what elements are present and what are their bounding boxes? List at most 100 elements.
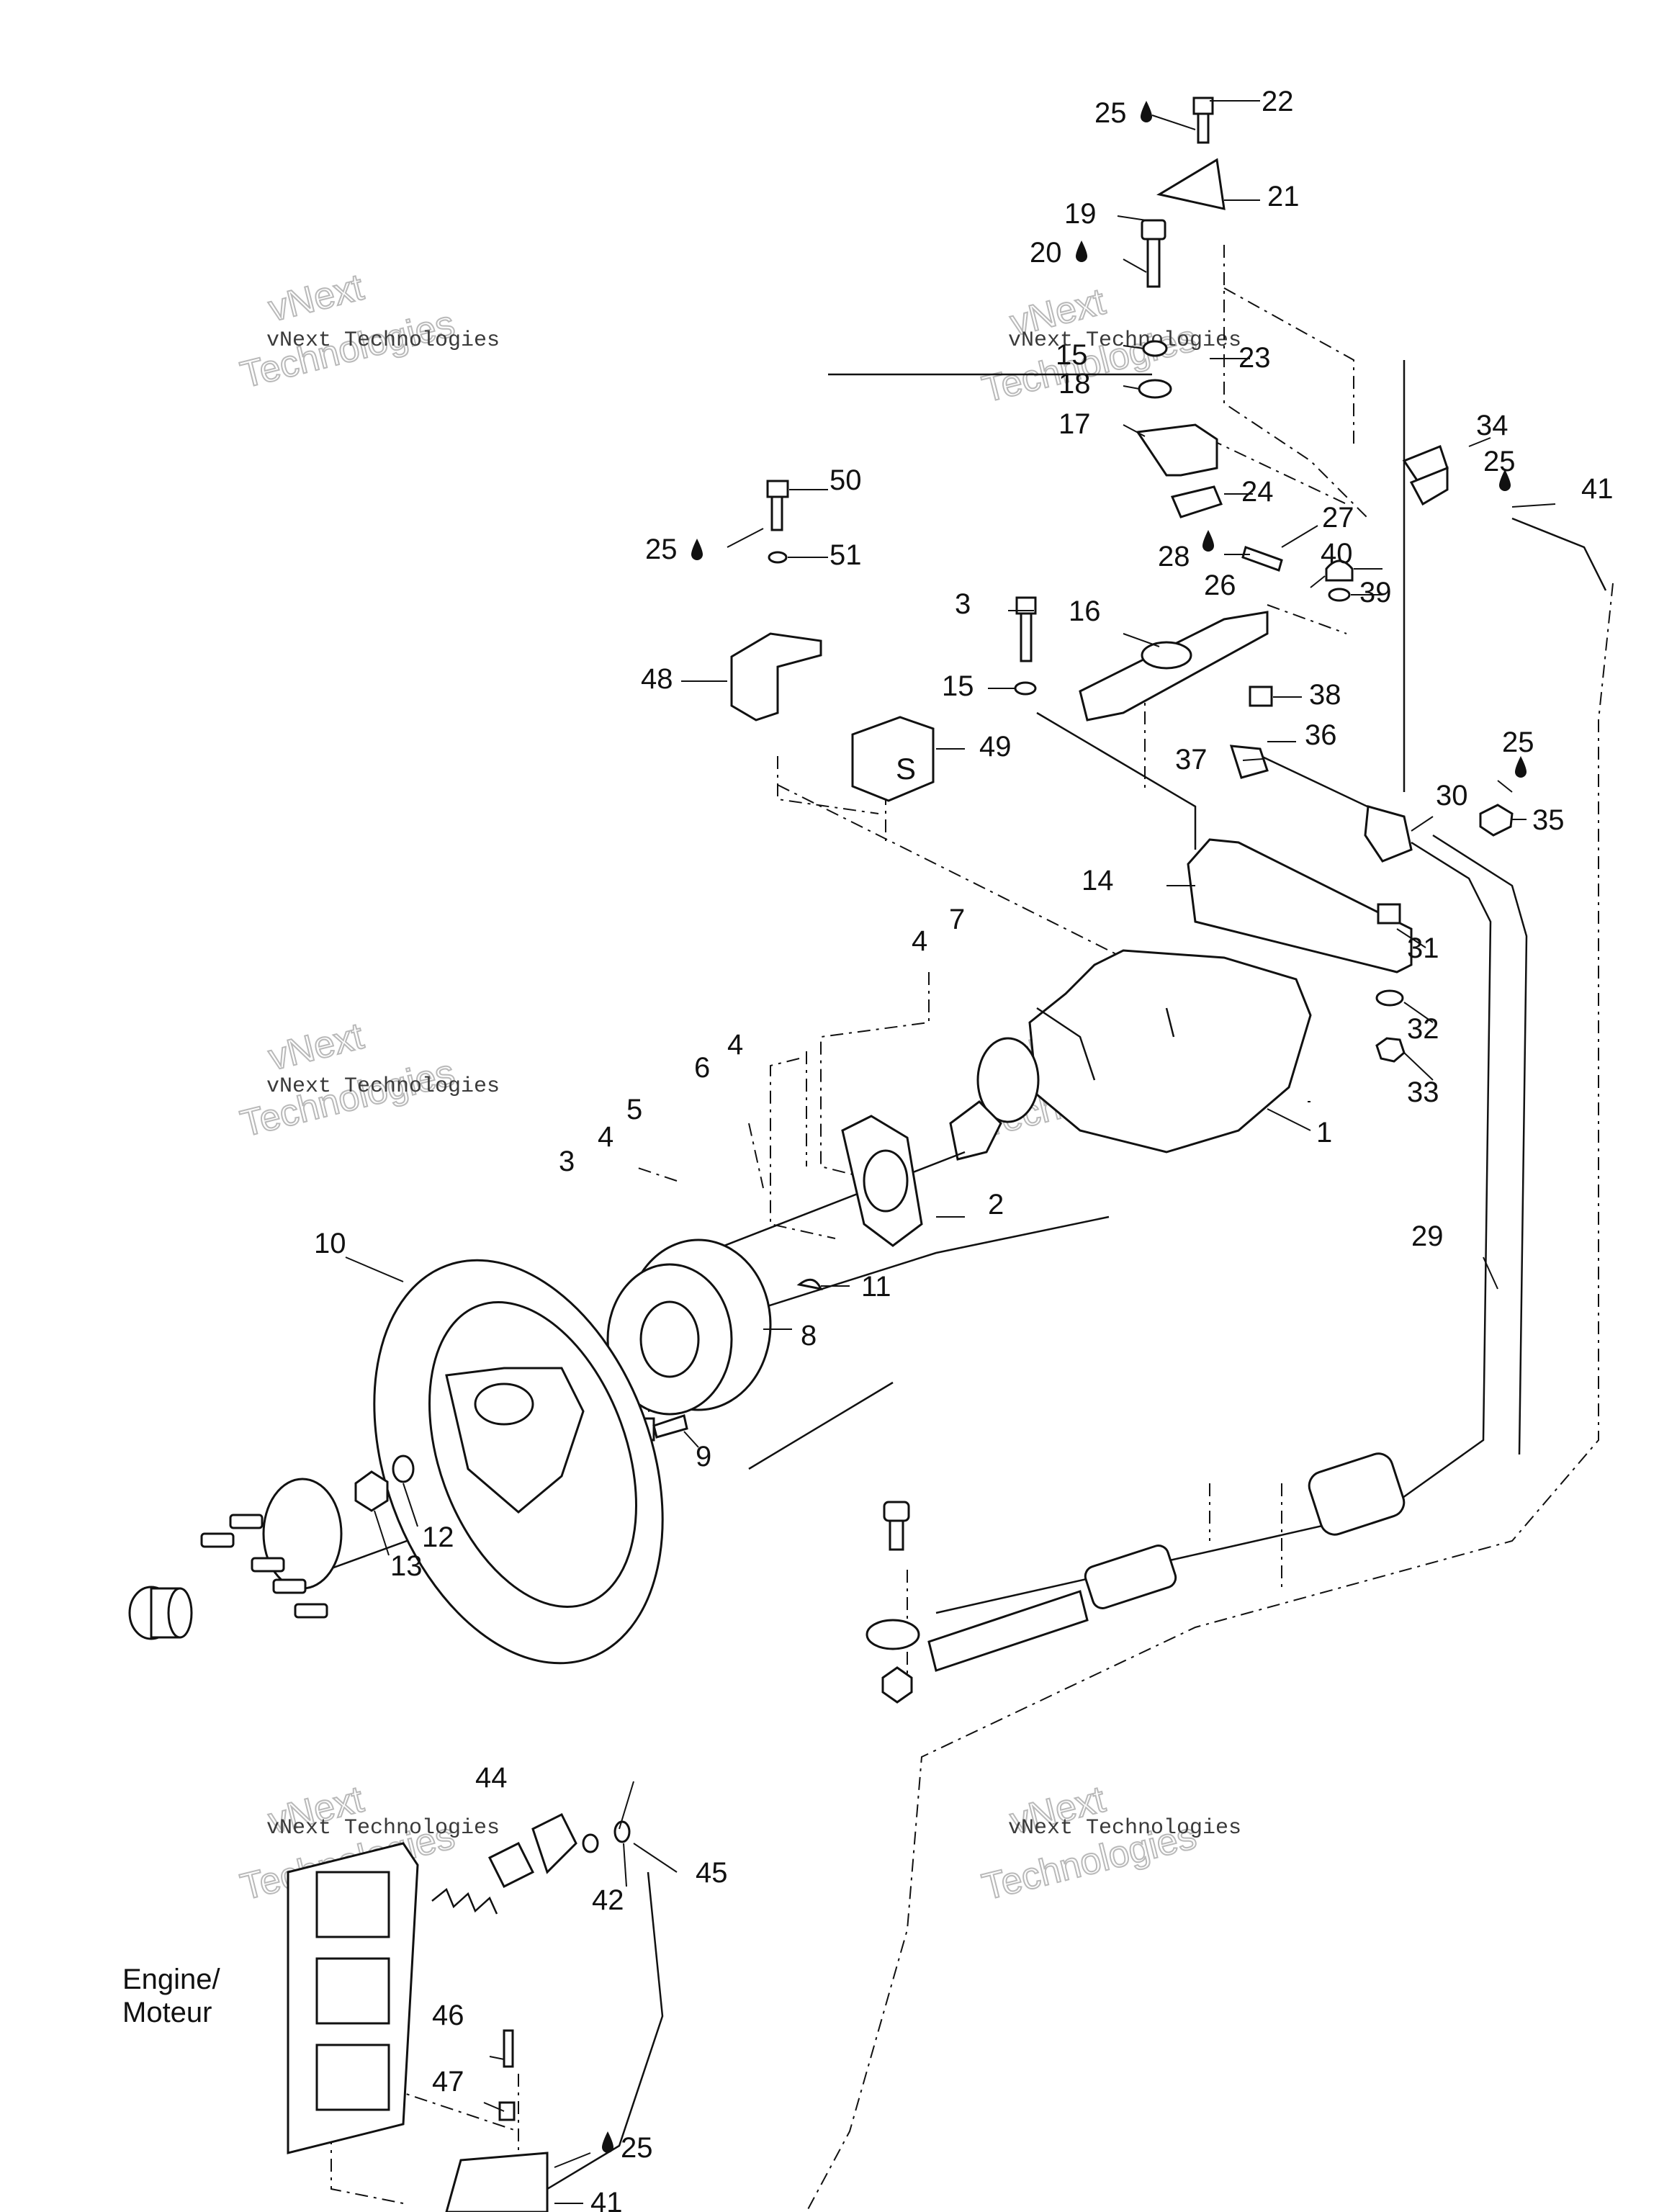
callout-c39: 39 xyxy=(1359,577,1392,608)
callout-c25e: 25 xyxy=(621,2132,653,2164)
callout-c4c: 4 xyxy=(912,925,927,957)
callout-c9: 9 xyxy=(696,1441,711,1473)
hub-plate xyxy=(200,1478,343,1619)
callout-c27: 27 xyxy=(1322,502,1354,534)
callout-c37: 37 xyxy=(1175,744,1208,775)
cable-end-assembly xyxy=(866,1452,1406,1704)
nut-part-33 xyxy=(1375,1037,1406,1063)
assembly-lines xyxy=(331,245,1614,2212)
hub-adapter-part-8 xyxy=(606,1238,772,1416)
callout-c25c: 25 xyxy=(1483,446,1516,477)
cable-bracket-lower xyxy=(445,2152,549,2212)
callout-labels: 1 xyxy=(1316,1117,1332,1148)
callout-c40: 40 xyxy=(1321,538,1353,570)
cap-nut-part-40 xyxy=(1325,559,1354,582)
callout-c23: 23 xyxy=(1238,342,1271,374)
callout-c8: 8 xyxy=(801,1320,817,1352)
callout-c35: 35 xyxy=(1532,804,1565,836)
callout-c49: 49 xyxy=(979,731,1012,763)
callout-c4a: 4 xyxy=(598,1121,613,1153)
steering-cable-part-29 xyxy=(935,841,1492,1614)
callout-c28: 28 xyxy=(1158,541,1190,572)
callout-c18: 18 xyxy=(1058,368,1091,400)
helm-shaft xyxy=(705,1151,966,1254)
watermark-6-text: vNext Technologies xyxy=(1008,1816,1241,1840)
block-part-49: S xyxy=(851,716,935,802)
joint-part-30 xyxy=(1364,805,1413,863)
nut-part-45 xyxy=(613,1820,631,1843)
callout-c25a: 25 xyxy=(1094,97,1127,129)
nut-part-38 xyxy=(1249,685,1273,707)
callout-c36: 36 xyxy=(1305,719,1337,751)
callout-c44: 44 xyxy=(475,1762,508,1794)
bolt-part-22 xyxy=(1192,96,1214,144)
callout-c20: 20 xyxy=(1030,237,1062,269)
callout-c32: 32 xyxy=(1407,1013,1439,1045)
steering-wheel-part-10 xyxy=(373,1259,664,1665)
svg-text:vNext: vNext xyxy=(264,266,368,331)
callout-c29: 29 xyxy=(1411,1220,1444,1252)
callout-c45: 45 xyxy=(696,1857,728,1889)
callout-c16: 16 xyxy=(1069,595,1101,627)
washer-part-51 xyxy=(768,551,788,564)
callout-c12: 12 xyxy=(422,1521,454,1553)
callout-c15a: 15 xyxy=(1056,339,1088,371)
bracket-part-17 xyxy=(1136,423,1218,477)
bracket-part-48 xyxy=(730,632,822,721)
watermark-1-text: vNext Technologies xyxy=(266,328,500,353)
washer-part-15-top xyxy=(1142,340,1168,357)
callout-c6: 6 xyxy=(694,1052,710,1084)
callout-c4b: 4 xyxy=(727,1029,743,1061)
helm-assembly-part-1 xyxy=(949,949,1312,1161)
bolt-part-19 xyxy=(1141,219,1166,288)
pin-part-46 xyxy=(503,2029,514,2068)
callout-c21: 21 xyxy=(1267,181,1300,212)
bolt-part-3-upper xyxy=(1015,596,1037,662)
block-part-49-letter: S xyxy=(896,752,916,786)
rod-part-36 xyxy=(1245,747,1383,815)
fitting-part-37 xyxy=(1229,745,1269,779)
callout-c48: 48 xyxy=(641,663,673,695)
washer-part-18 xyxy=(1138,379,1172,399)
callout-c3a: 3 xyxy=(559,1146,575,1177)
watermark-1: vNext Technologies xyxy=(236,266,460,397)
watermark-3-text: vNext Technologies xyxy=(266,1074,500,1099)
drop-icon xyxy=(1076,240,1087,262)
key-part-11 xyxy=(796,1278,823,1291)
arm-hub xyxy=(1141,641,1192,670)
cable-part-41-lower xyxy=(547,1871,664,2190)
callout-c14: 14 xyxy=(1082,865,1114,896)
callout-c34: 34 xyxy=(1476,410,1509,441)
callout-c11: 11 xyxy=(861,1271,891,1303)
callout-c22: 22 xyxy=(1262,86,1294,117)
bracket-bore xyxy=(863,1149,909,1213)
callout-c7: 7 xyxy=(949,904,965,935)
washer-part-42 xyxy=(582,1833,599,1853)
throttle-bracket xyxy=(531,1812,577,1874)
callout-c13: 13 xyxy=(390,1550,423,1582)
callout-c30: 30 xyxy=(1436,780,1468,811)
bolt-part-50 xyxy=(766,480,789,531)
callout-c15b: 15 xyxy=(942,670,974,702)
block-part-24 xyxy=(1170,485,1223,518)
drop-icon xyxy=(691,539,703,560)
steering-plate-part-14 xyxy=(1187,838,1413,974)
callout-c46: 46 xyxy=(432,2000,464,2031)
throttle-cable-part-41 xyxy=(1511,517,1607,591)
washer-part-12 xyxy=(392,1455,415,1483)
nut-part-13 xyxy=(354,1470,389,1512)
spacer-part-47 xyxy=(498,2101,516,2121)
callout-c41a: 41 xyxy=(1581,473,1614,505)
guide-lines xyxy=(287,360,1406,1586)
washer-part-15-lower xyxy=(1014,681,1037,696)
nut-part-35 xyxy=(1479,804,1514,837)
plate-part-21 xyxy=(1156,158,1226,210)
drop-icon xyxy=(1515,756,1527,778)
callout-c26: 26 xyxy=(1204,570,1236,601)
washer-part-39 xyxy=(1328,588,1351,602)
bolt-part-26 xyxy=(1241,546,1283,572)
spring-part xyxy=(431,1887,498,1915)
callout-c38: 38 xyxy=(1309,679,1341,711)
nut-part-31 xyxy=(1377,903,1401,925)
